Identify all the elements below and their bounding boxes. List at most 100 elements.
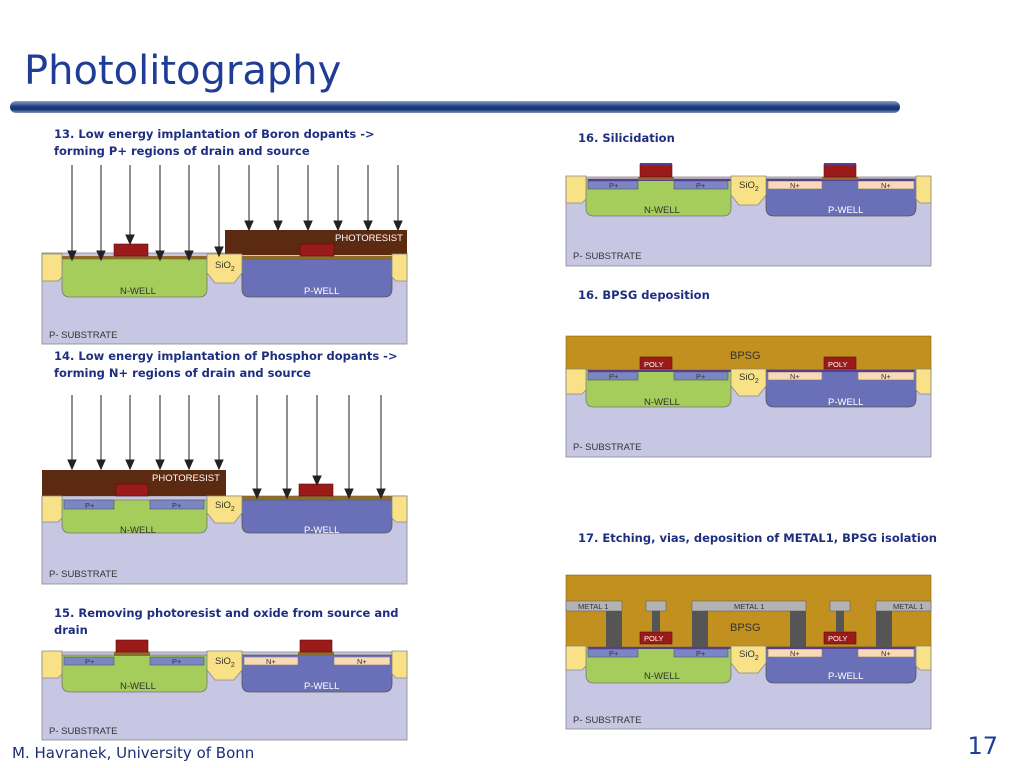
poly-gate-left <box>639 356 673 370</box>
photoresist-label: PHOTORESIST <box>152 473 220 484</box>
n-plus-left-label: N+ <box>790 181 800 190</box>
p-substrate-label: P- SUBSTRATE <box>49 726 117 737</box>
field-oxide-center <box>730 175 767 206</box>
p-well-label: P-WELL <box>304 525 339 536</box>
n-well-label: N-WELL <box>644 397 680 408</box>
via-2 <box>692 611 708 647</box>
field-oxide-left <box>565 175 587 204</box>
p-well-label: P-WELL <box>828 205 863 216</box>
p-well-label: P-WELL <box>828 397 863 408</box>
p-well-label: P-WELL <box>304 681 339 692</box>
step-14-caption: 14. Low energy implantation of Phosphor … <box>54 349 398 380</box>
field-oxide-left <box>41 253 63 282</box>
step-16-silicidation-caption: 16. Silicidation <box>578 131 675 145</box>
metal1-gate-right <box>829 600 851 612</box>
n-plus-right-label: N+ <box>881 649 891 658</box>
p-plus-right <box>149 656 205 666</box>
p-substrate-label: P- SUBSTRATE <box>49 569 117 580</box>
poly-silicide-right <box>824 163 856 165</box>
field-oxide-right <box>915 368 932 395</box>
p-well <box>241 499 393 534</box>
metal1-right <box>875 600 932 612</box>
p-substrate-label: P- SUBSTRATE <box>573 715 641 726</box>
step-14-cross-section: PHOTORESIST P+ P+ SiO2 N-WELL P-WELL P- … <box>41 395 408 585</box>
p-plus-right-label: P+ <box>172 501 182 510</box>
step-16-bpsg-caption: 16. BPSG deposition <box>578 288 710 302</box>
p-plus-right-label: P+ <box>696 181 706 190</box>
p-plus-left-label: P+ <box>609 649 619 658</box>
field-oxide-left <box>565 645 587 671</box>
n-plus-right-label: N+ <box>357 657 367 666</box>
sio2-label: SiO2 <box>215 656 235 669</box>
gate-oxide-right <box>298 652 334 656</box>
n-well <box>61 258 208 298</box>
n-plus-left-label: N+ <box>790 372 800 381</box>
bpsg-label: BPSG <box>730 622 761 634</box>
gate-oxide-right <box>822 177 858 180</box>
title-underline-bar <box>10 101 900 113</box>
metal1-left <box>565 600 623 612</box>
p-substrate-label: P- SUBSTRATE <box>49 330 117 341</box>
field-oxide-right <box>391 495 408 523</box>
p-plus-left <box>63 656 115 666</box>
n-well-label: N-WELL <box>644 205 680 216</box>
sio2-label: SiO2 <box>215 500 235 513</box>
step-16-silicidation-cross-section: P+ P+ N+ N+ SiO2 N-WELL P-WELL P- SUBSTR… <box>565 163 932 267</box>
n-plus-right-label: N+ <box>881 181 891 190</box>
p-well-label: P-WELL <box>304 286 339 297</box>
p-well-label: P-WELL <box>828 671 863 682</box>
field-oxide-center <box>730 368 767 397</box>
field-oxide-right <box>391 650 408 679</box>
poly-right-label: POLY <box>828 634 847 643</box>
gate-oxide-left <box>62 256 207 259</box>
field-oxide-center <box>206 495 243 524</box>
n-well-label: N-WELL <box>120 286 156 297</box>
poly-gate-left <box>115 639 149 653</box>
slide-title: Photolitography <box>24 48 342 94</box>
page-number: 17 <box>967 732 998 760</box>
field-oxide-center <box>206 253 243 284</box>
metal1-gate-left <box>645 600 667 612</box>
p-plus-right-label: P+ <box>172 657 182 666</box>
gate-oxide-left <box>114 652 150 656</box>
step-16-bpsg-cross-section: BPSG POLY POLY P+ P+ N+ N+ SiO2 N-WELL P… <box>565 335 932 458</box>
via-1 <box>606 611 622 647</box>
step-13-caption: 13. Low energy implantation of Boron dop… <box>54 127 375 158</box>
metal1-center-label: METAL 1 <box>734 602 764 611</box>
n-plus-right-label: N+ <box>881 372 891 381</box>
poly-gate-right <box>823 163 857 178</box>
n-plus-left-label: N+ <box>266 657 276 666</box>
n-plus-left <box>243 656 299 666</box>
poly-gate-left <box>639 163 673 178</box>
implant-arrows <box>67 395 386 500</box>
bpsg-label: BPSG <box>730 350 761 362</box>
poly-gate-left <box>115 483 149 497</box>
n-well-label: N-WELL <box>644 671 680 682</box>
p-plus-left <box>63 499 115 510</box>
sio2-label: SiO2 <box>215 260 235 273</box>
metal1-right-label: METAL 1 <box>893 602 923 611</box>
poly-silicide-left <box>640 163 672 165</box>
via-gate-right <box>836 611 844 632</box>
n-well-label: N-WELL <box>120 681 156 692</box>
poly-gate-right <box>298 483 334 497</box>
step-17-cross-section: METAL 1 METAL 1 METAL 1 BPSG POLY POLY P… <box>565 574 932 730</box>
p-plus-right <box>149 499 205 510</box>
poly-gate-right <box>823 356 857 370</box>
field-oxide-left <box>41 495 63 523</box>
via-3 <box>790 611 806 647</box>
p-plus-left-label: P+ <box>85 657 95 666</box>
poly-left-label: POLY <box>644 360 663 369</box>
p-substrate-label: P- SUBSTRATE <box>573 251 641 262</box>
gate-oxide-right <box>242 256 392 259</box>
p-well <box>241 258 393 298</box>
gate-oxide-left <box>638 177 674 180</box>
step-13-cross-section: PHOTORESIST SiO2 N-WELL P-WELL P- SUBSTR… <box>41 165 408 345</box>
p-plus-right-label: P+ <box>696 372 706 381</box>
n-plus-left-label: N+ <box>790 649 800 658</box>
footer-author: M. Havranek, University of Bonn <box>12 744 255 762</box>
poly-right-label: POLY <box>828 360 847 369</box>
field-oxide-center <box>206 650 243 681</box>
field-oxide-right <box>915 175 932 204</box>
sio2-label: SiO2 <box>739 372 759 385</box>
